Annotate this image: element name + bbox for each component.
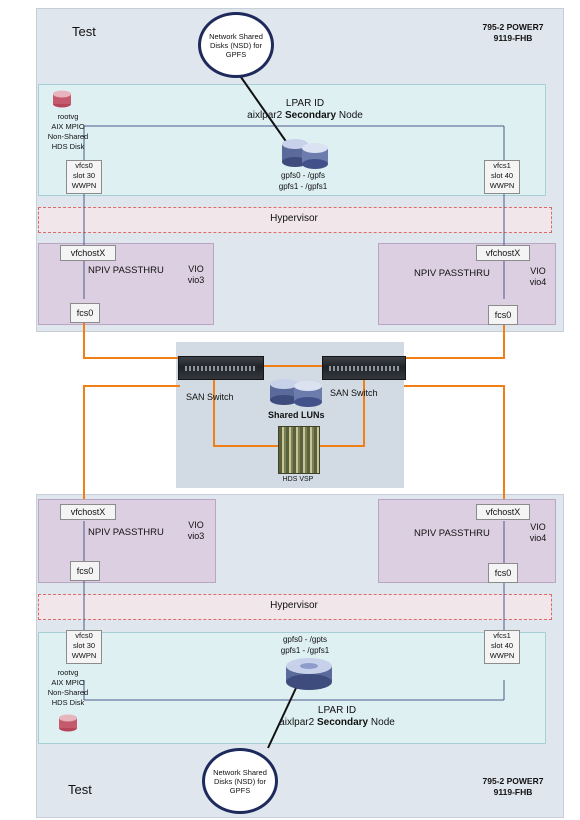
hds-vsp-label: HDS VSP — [282, 476, 314, 483]
san-switch-left-label: SAN Switch — [186, 392, 234, 402]
top-vio3-fcs0-box: fcs0 — [70, 303, 100, 323]
bottom-lpar-id: LPAR ID aixlpar2 Secondary Node — [279, 705, 395, 728]
top-gpfs-label: gpfs0 - /gpfs gpfs1 - /gpfs1 — [278, 171, 328, 191]
san-switch-right-icon — [322, 356, 406, 380]
top-vfcs0-box: vfcs0 slot 30 WWPN — [66, 160, 102, 194]
top-vfcs1-box: vfcs1 slot 40 WWPN — [484, 160, 520, 194]
bottom-vfcs0-box: vfcs0 slot 30 WWPN — [66, 630, 102, 664]
bottom-vio3-vfchost-box: vfchostX — [60, 504, 116, 520]
top-test-label: Test — [72, 24, 96, 39]
bottom-machine-label: 795-2 POWER7 9119-FHB — [482, 776, 544, 797]
bottom-vio4-npiv-label: NPIV PASSTHRU — [414, 528, 490, 539]
top-hypervisor-label: Hypervisor — [270, 213, 318, 224]
bottom-nsd-link — [267, 687, 297, 749]
bottom-vfcs1-box: vfcs1 slot 40 WWPN — [484, 630, 520, 664]
bottom-lpar-box — [38, 632, 546, 744]
bottom-rootvg-disk-icon — [58, 714, 78, 732]
top-rootvg-disk-icon — [52, 90, 72, 108]
top-vio3-label: VIO vio3 — [187, 264, 205, 285]
top-machine-label: 795-2 POWER7 9119-FHB — [482, 22, 544, 43]
top-vio3-npiv-label: NPIV PASSTHRU — [88, 265, 164, 276]
shared-luns-disk-icon — [268, 376, 326, 408]
bottom-gpfs-label: gpfs0 - /gpts gpfs1 - /gpfs1 — [280, 635, 330, 655]
hds-vsp-storage-icon — [278, 426, 320, 474]
bottom-gpfs-disk-icon — [282, 656, 338, 692]
top-hypervisor-bar — [38, 207, 552, 233]
top-nsd-oval: Network Shared Disks (NSD) for GPFS — [198, 12, 274, 78]
bottom-vio4-label: VIO vio4 — [529, 522, 547, 543]
top-rootvg-label: rootvg AIX MPIO Non-Shared HDS Disk — [47, 112, 89, 151]
top-vio4-label: VIO vio4 — [529, 266, 547, 287]
fc-cabling — [83, 323, 505, 499]
top-vio3-vfchost-box: vfchostX — [60, 245, 116, 261]
bottom-nsd-oval: Network Shared Disks (NSD) for GPFS — [202, 748, 278, 814]
shared-luns-label: Shared LUNs — [268, 410, 325, 420]
bottom-rootvg-label: rootvg AIX MPIO Non-Shared HDS Disk — [47, 668, 89, 707]
top-vio4-fcs0-box: fcs0 — [488, 305, 518, 325]
top-vio4-vfchost-box: vfchostX — [476, 245, 530, 261]
bottom-hypervisor-label: Hypervisor — [270, 600, 318, 611]
bottom-vio4-vfchost-box: vfchostX — [476, 504, 530, 520]
bottom-vio3-npiv-label: NPIV PASSTHRU — [88, 527, 164, 538]
bottom-test-label: Test — [68, 782, 92, 797]
top-lpar-id: LPAR ID aixlpar2 Secondary Node — [247, 98, 363, 121]
san-switch-right-label: SAN Switch — [330, 388, 378, 398]
top-nsd-link — [235, 69, 293, 151]
bottom-vio3-fcs0-box: fcs0 — [70, 561, 100, 581]
bottom-vio4-fcs0-box: fcs0 — [488, 563, 518, 583]
bottom-hypervisor-bar — [38, 594, 552, 620]
top-gpfs-disk-icon — [280, 136, 332, 170]
bottom-vio3-label: VIO vio3 — [187, 520, 205, 541]
san-switch-left-icon — [178, 356, 264, 380]
top-vio4-npiv-label: NPIV PASSTHRU — [414, 268, 490, 279]
